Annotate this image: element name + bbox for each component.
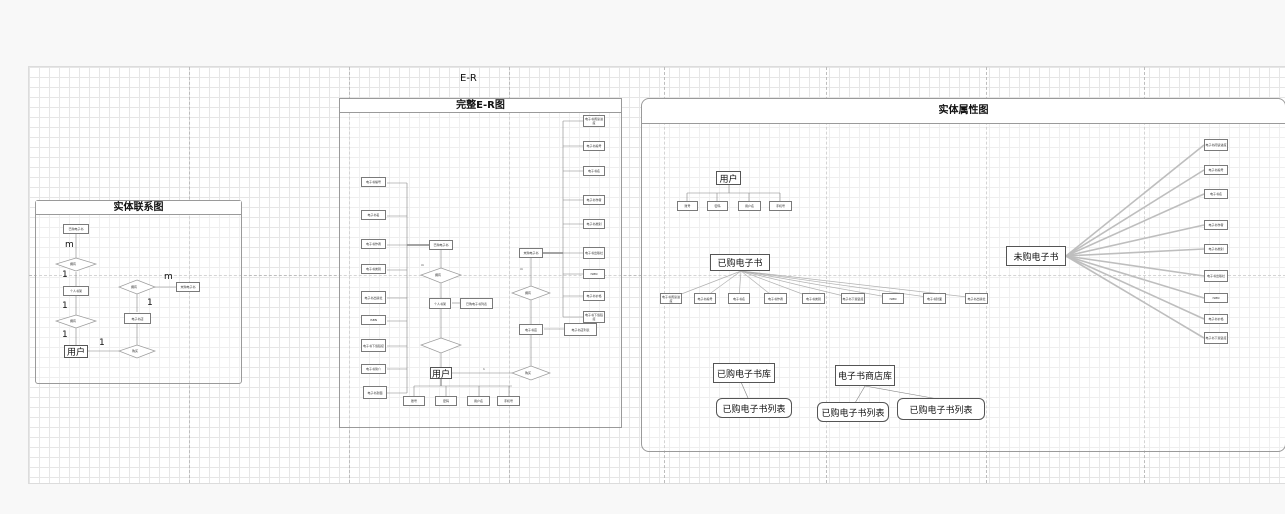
attribute-box[interactable]: 电子书出版社: [361, 291, 386, 304]
attribute-box[interactable]: 电子书封面: [363, 386, 387, 399]
cardinality-label: 1: [147, 298, 153, 308]
attribute-box[interactable]: 电子书作者: [1204, 220, 1228, 230]
list-box[interactable]: 已购电子书列表: [817, 402, 889, 422]
attribute-box[interactable]: 电子书出版社: [583, 247, 605, 259]
entity-box[interactable]: 个人书架: [429, 298, 451, 309]
attribute-box[interactable]: 账号: [403, 396, 425, 406]
entity-box[interactable]: 电子书商店库: [835, 365, 895, 386]
attribute-box[interactable]: ISBN: [882, 293, 904, 304]
attribute-box[interactable]: 电子书类别: [361, 264, 386, 274]
entity-box[interactable]: 电子书店列表: [564, 323, 597, 336]
attribute-box[interactable]: 电子书名: [583, 166, 605, 176]
attribute-box[interactable]: 电子书下载链接: [1204, 332, 1228, 344]
attribute-box[interactable]: 电子书阅读进度: [660, 293, 682, 304]
cardinality-label: m: [65, 240, 74, 250]
cardinality-label: 1: [99, 338, 105, 348]
attribute-box[interactable]: 电子书名: [1204, 189, 1228, 199]
attribute-box[interactable]: ISBN: [1204, 293, 1228, 303]
entity-box[interactable]: 已购电子书库: [713, 363, 775, 383]
relationship-label: 拥有: [131, 285, 138, 289]
cardinality-label: 1: [62, 270, 68, 280]
attribute-box[interactable]: 电子书出版社: [965, 293, 988, 304]
entity-box[interactable]: 未购电子书: [1006, 246, 1066, 266]
cardinality-label: m: [421, 263, 424, 267]
attribute-box[interactable]: 电子书作者: [764, 293, 787, 304]
entity-box[interactable]: 已购电子书: [63, 224, 89, 234]
cardinality-label: 1: [483, 367, 485, 371]
attribute-box[interactable]: 电子书类别: [1204, 244, 1228, 254]
entity-box[interactable]: 已购电子书: [429, 240, 453, 250]
attribute-diagram-frame[interactable]: 实体属性图: [641, 98, 1285, 452]
entity-box[interactable]: 电子书店: [519, 324, 543, 335]
attribute-box[interactable]: 电子书编号: [583, 141, 605, 151]
attribute-box[interactable]: 电子书类别: [802, 293, 825, 304]
attribute-box[interactable]: 电子书编号: [361, 177, 386, 187]
attribute-box[interactable]: 手机号: [497, 396, 520, 406]
user-entity[interactable]: 用户: [64, 345, 88, 358]
attribute-box[interactable]: ISBN: [361, 315, 386, 325]
user-entity[interactable]: 用户: [716, 171, 741, 185]
frame-title: 实体联系图: [36, 201, 241, 215]
attribute-box[interactable]: 电子书作者: [583, 195, 605, 205]
attribute-box[interactable]: 手机号: [769, 201, 792, 211]
attribute-box[interactable]: 账号: [677, 201, 698, 211]
frame-title: 实体属性图: [642, 99, 1285, 124]
attribute-box[interactable]: 密码: [435, 396, 457, 406]
attribute-box[interactable]: 电子书阅读进度: [583, 115, 605, 127]
frame-title: 完整E-R图: [340, 99, 621, 113]
relationship-label: 拥有: [70, 262, 77, 266]
relationship-label: 购买: [525, 371, 532, 375]
attribute-box[interactable]: 电子书出版社: [1204, 270, 1228, 282]
attribute-box[interactable]: 电子书名: [361, 210, 386, 220]
relationship-label: 购买: [132, 349, 139, 353]
cardinality-label: m: [520, 267, 523, 271]
cardinality-label: 1: [62, 330, 68, 340]
entity-box[interactable]: 个人书架: [63, 286, 89, 296]
relationship-label: 拥有: [525, 291, 532, 295]
attribute-box[interactable]: 电子书名: [728, 293, 750, 304]
attribute-box[interactable]: 电子书下载链接: [841, 293, 865, 304]
entity-box[interactable]: 未购电子书: [519, 248, 543, 258]
attribute-box[interactable]: 电子书价格: [1204, 314, 1228, 324]
relationship-label: 拥有: [435, 273, 442, 277]
page-break-line: [29, 275, 1285, 276]
cardinality-label: 1: [62, 301, 68, 311]
attribute-box[interactable]: 用户名: [738, 201, 761, 211]
attribute-box[interactable]: 电子书简介: [361, 364, 386, 374]
full-er-frame[interactable]: 完整E-R图: [339, 98, 622, 428]
cardinality-label: m: [164, 272, 173, 282]
attribute-box[interactable]: 电子书价格: [583, 291, 605, 301]
list-box[interactable]: 已购电子书列表: [716, 398, 792, 418]
attribute-box[interactable]: 电子书作者: [361, 239, 386, 249]
entity-box[interactable]: 未购电子书: [176, 282, 200, 292]
attribute-box[interactable]: 电子书编号: [1204, 165, 1228, 175]
attribute-box[interactable]: 用户名: [467, 396, 490, 406]
entity-box[interactable]: 已购电子书: [710, 254, 770, 271]
attribute-box[interactable]: 电子书下载链接: [583, 311, 605, 323]
attribute-box[interactable]: 电子书编号: [694, 293, 716, 304]
entity-box[interactable]: 电子书店: [124, 313, 151, 324]
list-box[interactable]: 已购电子书列表: [897, 398, 985, 420]
attribute-box[interactable]: ISBN: [583, 269, 605, 279]
user-entity[interactable]: 用户: [430, 367, 452, 380]
relationship-label: 拥有: [70, 319, 77, 323]
attribute-box[interactable]: 电子书阅读进度: [1204, 139, 1228, 151]
attribute-box[interactable]: 电子书下载链接: [361, 339, 386, 352]
attribute-box[interactable]: 电子书封面: [923, 293, 946, 304]
attribute-box[interactable]: 密码: [707, 201, 728, 211]
entity-box[interactable]: 已购电子书列表: [460, 298, 493, 309]
page-title: E-R: [460, 73, 477, 84]
attribute-box[interactable]: 电子书类别: [583, 219, 605, 229]
